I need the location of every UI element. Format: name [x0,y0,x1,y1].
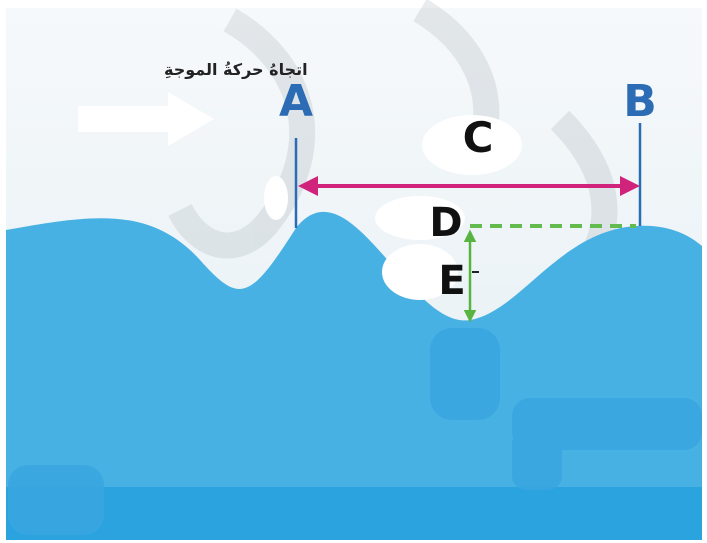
label-e: E [438,258,465,304]
label-c: C [463,113,494,162]
label-d: D [429,200,462,246]
water-texture [8,328,702,535]
direction-arrow-icon [78,92,214,146]
label-a: A [279,76,313,127]
direction-caption: اتجاهُ حركةُ الموجةِ [164,60,308,79]
label-b: B [623,76,657,127]
label-blotches [264,115,522,300]
deep-water-band [6,487,702,540]
